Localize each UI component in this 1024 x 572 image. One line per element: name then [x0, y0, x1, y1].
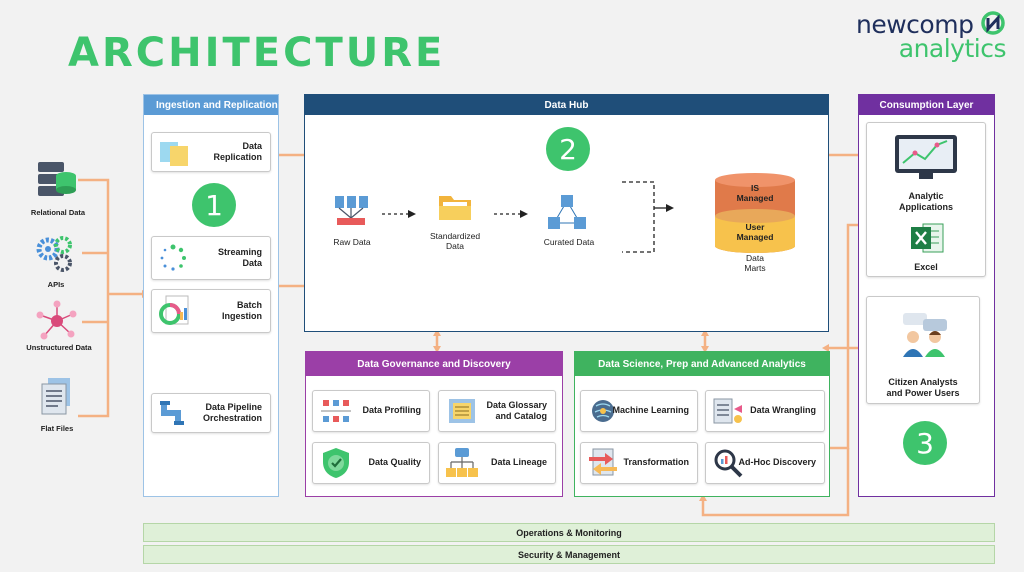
- flow-arrow: [382, 210, 416, 218]
- magnifier-icon: [714, 449, 743, 478]
- company-logo: newcomp analytics: [856, 10, 1007, 66]
- shield-check-icon: [323, 448, 349, 478]
- page-title: ARCHITECTURE: [68, 30, 446, 76]
- security-management-bar: Security & Management: [143, 545, 995, 564]
- data-marts-cylinder: [715, 173, 795, 253]
- wrangling-icon: [713, 398, 742, 424]
- raw-data-label: Raw Data: [333, 237, 371, 247]
- source-label: Flat Files: [40, 424, 74, 433]
- analytic-line1: Analytic: [908, 191, 944, 201]
- network-icon: [36, 300, 77, 340]
- spinner-icon: [160, 244, 186, 271]
- item-line1: Ad-Hoc Discovery: [738, 457, 816, 468]
- raw-data-icon: [335, 196, 368, 225]
- governance-item-profiling[interactable]: Data Profiling: [312, 390, 430, 432]
- curated-cubes-icon: [548, 195, 586, 229]
- files-icon: [41, 378, 70, 415]
- is-line2: Managed: [736, 193, 774, 204]
- item-line1: Machine Learning: [612, 405, 689, 416]
- item-line1: Data: [242, 140, 262, 151]
- std-line2: Data: [446, 241, 464, 252]
- user-line1: User: [745, 222, 765, 232]
- science-item-wrangling[interactable]: Data Wrangling: [705, 390, 825, 432]
- operations-monitoring-bar: Operations & Monitoring: [143, 523, 995, 542]
- item-line2: Replication: [213, 152, 262, 162]
- pipe-icon: [160, 401, 184, 425]
- item-line2: Data: [242, 258, 262, 268]
- item-line2: Ingestion: [222, 311, 262, 321]
- step-badge-3: 3: [903, 421, 947, 465]
- folders-icon: [160, 142, 188, 166]
- item-line2: and Catalog: [495, 411, 547, 421]
- logo-icon: [981, 11, 1005, 35]
- monitor-chart-icon: [895, 135, 957, 179]
- source-label: Unstructured Data: [26, 343, 92, 352]
- item-line1: Data Wrangling: [750, 405, 816, 416]
- users-icon: [903, 313, 947, 357]
- transform-icon: [589, 448, 617, 476]
- excel-label: Excel: [914, 262, 938, 272]
- user-line2: Managed: [736, 232, 774, 243]
- item-line1: Data Pipeline: [205, 401, 262, 412]
- item-line1: Data Quality: [368, 457, 421, 468]
- std-line1: Standardized: [429, 231, 481, 241]
- step-badge-1: 1: [192, 183, 236, 227]
- hub-bracket-arrow: [622, 181, 674, 253]
- excel-icon: [911, 223, 944, 253]
- governance-item-lineage[interactable]: Data Lineage: [438, 442, 556, 484]
- ingestion-header: Ingestion and Replication: [144, 95, 278, 115]
- science-header: Data Science, Prep and Advanced Analytic…: [575, 352, 829, 376]
- science-item-adhoc[interactable]: Ad-Hoc Discovery: [705, 442, 825, 484]
- flow-arrow: [494, 210, 528, 218]
- curated-data-label: Curated Data: [543, 237, 595, 247]
- is-line1: IS: [750, 183, 760, 193]
- catalog-icon: [449, 399, 475, 423]
- item-line1: Data Glossary: [486, 399, 547, 410]
- consumption-header: Consumption Layer: [859, 95, 994, 115]
- item-line1: Data Lineage: [490, 457, 547, 468]
- citizen-line1: Citizen Analysts: [888, 377, 958, 387]
- source-label: APIs: [47, 280, 65, 289]
- data-hub-header: Data Hub: [305, 95, 828, 115]
- database-icon: [38, 162, 76, 196]
- governance-header: Data Governance and Discovery: [306, 352, 562, 376]
- step-badge-2: 2: [546, 127, 590, 171]
- marts-line2: Marts: [744, 263, 766, 274]
- item-line1: Streaming: [217, 246, 262, 257]
- item-line2: Orchestration: [202, 413, 262, 423]
- logo-line1: newcomp: [856, 10, 974, 39]
- gears-icon: [36, 236, 72, 272]
- science-item-transformation[interactable]: Transformation: [580, 442, 698, 484]
- item-line1: Transformation: [623, 457, 689, 468]
- analytic-line2: Applications: [898, 202, 953, 213]
- report-icon: [159, 295, 189, 325]
- source-label: Relational Data: [30, 208, 86, 217]
- lineage-icon: [446, 448, 478, 477]
- citizen-line2: and Power Users: [886, 388, 960, 399]
- item-line1: Batch: [236, 299, 262, 310]
- science-item-ml[interactable]: Machine Learning: [580, 390, 698, 432]
- item-line1: Data Profiling: [362, 405, 421, 416]
- folder-icon: [439, 196, 471, 220]
- logo-line2: analytics: [898, 34, 1007, 63]
- marts-line1: Data: [746, 253, 764, 263]
- governance-item-quality[interactable]: Data Quality: [312, 442, 430, 484]
- profiling-icon: [321, 400, 351, 422]
- brain-icon: [592, 400, 614, 422]
